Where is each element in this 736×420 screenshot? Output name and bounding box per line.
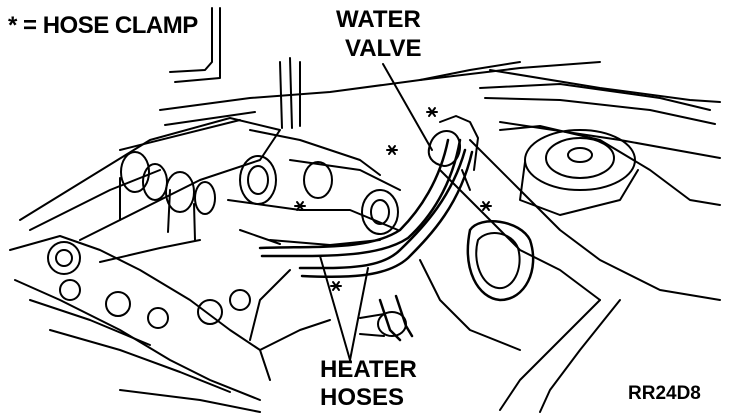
firewall-outline [159, 7, 721, 159]
heater-hoses-label-line1: HEATER [320, 356, 417, 383]
engine-block [9, 117, 381, 401]
hose-clamp-markers [294, 107, 492, 291]
intake-housings [227, 155, 401, 246]
leader-lines [319, 63, 433, 361]
lower-outlet [359, 311, 407, 337]
lower-frame [119, 269, 331, 413]
hose-clamp-legend: * = HOSE CLAMP [8, 12, 198, 39]
figure-code: RR24D8 [628, 383, 701, 404]
wheel-well-opening [466, 220, 535, 302]
water-valve-label-line1: WATER [336, 6, 421, 33]
shock-tower [519, 129, 639, 216]
fender-outline [419, 125, 721, 413]
water-valve-drawing [427, 115, 479, 191]
heater-hoses-label-line2: HOSES [320, 384, 405, 411]
front-pulleys [47, 239, 251, 329]
heater-hoses-drawing [258, 138, 474, 342]
water-valve-label-line2: VALVE [345, 35, 422, 62]
valve-cover-bosses [119, 151, 216, 241]
